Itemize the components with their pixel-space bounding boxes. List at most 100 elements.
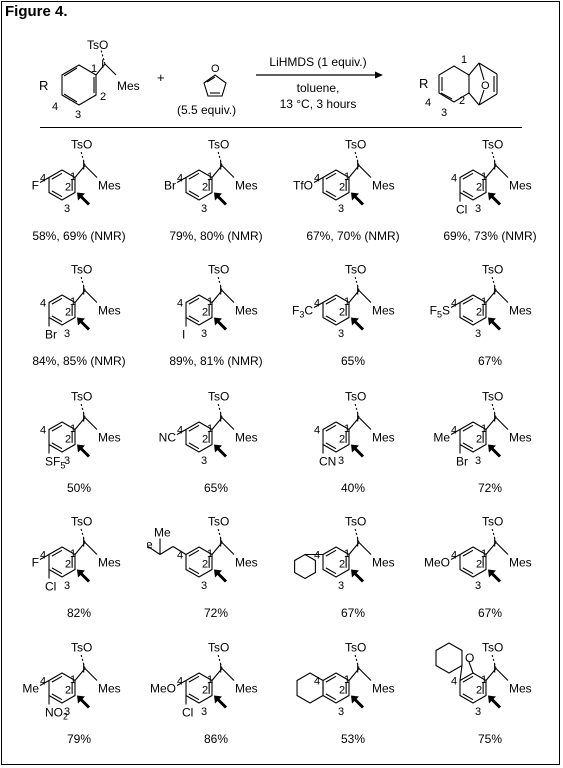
reaction-arrow [256,71,383,79]
iodine-label: I [219,662,222,676]
reagent-pos-1: 1 [91,63,97,75]
product-pos-1: 1 [461,54,467,66]
pos-2-label: 2 [476,685,482,697]
pos-4-label: 4 [451,550,457,562]
pos-1-label: 1 [207,296,213,308]
pos-1-label: 1 [481,296,487,308]
reaction-scheme: TsO I Mes R 1 2 3 4 + O (5.5 equiv.) LiH… [39,38,498,121]
highlight-arrow [487,569,502,583]
pos-2-label: 2 [339,434,345,446]
mes-label: Mes [98,682,121,696]
tso-label: TsO [482,138,503,152]
yield-label: 58%, 69% (NMR) [32,229,126,243]
pos-4-label: 4 [40,676,46,688]
reagent-r-label: R [39,78,48,93]
yield-label: 75% [477,732,503,746]
tso-label: TsO [208,138,229,152]
mes-label: Mes [509,556,532,570]
pos-1-label: 1 [70,296,76,308]
highlight-arrow [213,569,228,583]
pos-3-label: 3 [201,706,207,718]
yield-label: 69%, 73% (NMR) [443,229,537,243]
tso-label: TsO [71,390,92,404]
iodine-label: I [356,411,359,425]
yield-label: 79%, 80% (NMR) [169,229,263,243]
substituent-3-label: Cl [45,580,56,594]
product-pos-3: 3 [441,107,447,119]
iodine-label: I [356,159,359,173]
iodine-label: I [219,536,222,550]
reagent-structure [61,49,117,106]
highlight-arrow [213,444,228,458]
highlight-arrow [213,317,228,331]
tso-label: TsO [71,641,92,655]
pos-4-label: 4 [314,550,320,562]
substituent-4-label: Br [164,179,176,193]
highlight-arrow [350,444,365,458]
reagent-pos-2: 2 [100,91,106,103]
yield-label: 65% [203,481,229,495]
tso-label: TsO [482,515,503,529]
pos-4-label: 4 [451,425,457,437]
substituent-3-label: Br [45,328,57,342]
substituent-3-label: CN [319,455,336,469]
substituent-3-label: Cl [456,203,467,217]
conditions-temp-time: 13 °C, 3 hours [280,97,357,111]
yield-label: 40% [340,481,366,495]
fused-ring [296,672,324,704]
mes-label: Mes [98,431,121,445]
pos-4-label: 4 [177,425,183,437]
substituent-4-label: Me [433,431,450,445]
mes-label: Mes [509,682,532,696]
iodine-label: I [493,411,496,425]
yield-label: 53% [340,732,366,746]
pos-1-label: 1 [70,674,76,686]
mes-label: Mes [372,304,395,318]
pos-2-label: 2 [202,434,208,446]
iodine-label: I [219,411,222,425]
yield-label: 67% [340,606,366,620]
reagent-mes-label: Mes [117,79,140,93]
iodine-label: I [219,159,222,173]
substituent-3-label: NO2 [45,706,68,722]
highlight-arrow [213,192,228,206]
phenyl-ring [294,553,316,580]
reagent-pos-4: 4 [52,101,58,113]
pos-3-label: 3 [475,203,481,215]
iodine-label: I [82,284,85,298]
pos-2-label: 2 [65,685,71,697]
pos-2-label: 2 [202,559,208,571]
mes-label: Mes [235,682,258,696]
highlight-arrow [213,695,228,709]
iodine-label: I [219,284,222,298]
iodine-label: I [493,159,496,173]
yield-label: 67%, 70% (NMR) [306,229,400,243]
tso-label: TsO [71,515,92,529]
highlight-arrow [350,192,365,206]
mes-label: Mes [235,431,258,445]
substituent-4-label: F [32,179,39,193]
pos-4-label: 4 [314,425,320,437]
product-r-label: R [419,76,428,91]
pos-1-label: 1 [344,674,350,686]
pos-4-label: 4 [314,676,320,688]
pos-3-label: 3 [475,706,481,718]
mes-label: Mes [235,179,258,193]
pos-4-label: 4 [40,550,46,562]
substituent-3-label: Cl [182,706,193,720]
yield-label: 84%, 85% (NMR) [32,354,126,368]
product-structure [438,62,498,106]
highlight-arrow [76,444,91,458]
mes-label: Mes [98,304,121,318]
